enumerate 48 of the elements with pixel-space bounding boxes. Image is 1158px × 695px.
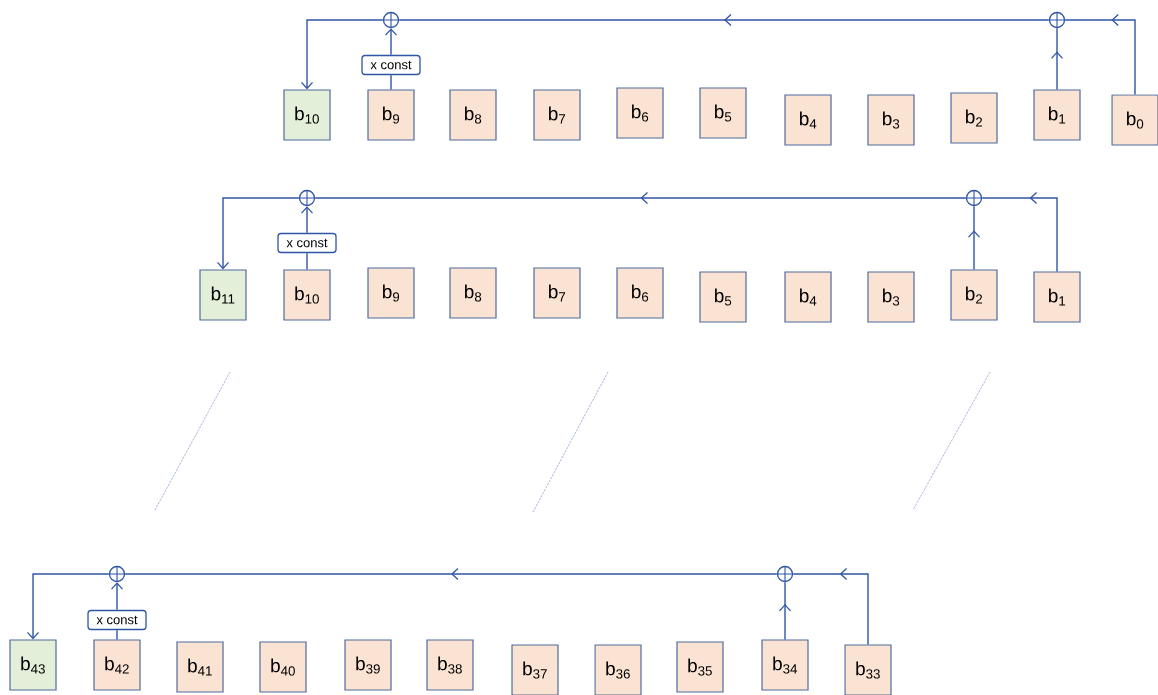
- bit-box: b$_{42}$: [93, 639, 141, 691]
- bit-box: b$_{7}$: [533, 267, 581, 319]
- multiplier-box: x const: [361, 54, 421, 76]
- bit-box: b$_{4}$: [784, 271, 832, 323]
- bit-box: b$_{41}$: [176, 641, 224, 693]
- arrow: [216, 197, 300, 270]
- arrow: [300, 19, 384, 90]
- bit-box: b$_{39}$: [344, 639, 392, 691]
- bit-box: b$_{7}$: [533, 89, 581, 141]
- xor-circle: [382, 11, 400, 29]
- xor-circle: [776, 565, 794, 583]
- bit-box: b$_{40}$: [259, 641, 307, 693]
- bit-box: b$_{9}$: [367, 267, 415, 319]
- bit-box: b$_{1}$: [1033, 271, 1081, 323]
- multiplier-box: x const: [277, 232, 337, 254]
- arrow: [26, 573, 110, 640]
- bit-box: b$_{2}$: [950, 92, 998, 144]
- bit-box: b$_{2}$: [950, 269, 998, 321]
- bit-box: b$_{37}$: [511, 644, 559, 695]
- bit-box: b$_{3}$: [867, 271, 915, 323]
- bit-box: b$_{34}$: [761, 639, 809, 691]
- bit-box: b$_{43}$: [9, 639, 57, 691]
- bit-box: b$_{11}$: [199, 269, 247, 321]
- bit-box: b$_{3}$: [867, 94, 915, 146]
- xor-circle: [965, 189, 983, 207]
- bit-box: b$_{5}$: [699, 87, 747, 139]
- bit-box: b$_{0}$: [1111, 94, 1158, 146]
- bit-box: b$_{6}$: [616, 87, 664, 139]
- multiplier-box: x const: [87, 609, 147, 631]
- bit-box: b$_{35}$: [676, 641, 724, 693]
- bit-box: b$_{1}$: [1033, 89, 1081, 141]
- xor-circle: [108, 565, 126, 583]
- bit-box: b$_{6}$: [616, 267, 664, 319]
- bit-box: b$_{38}$: [426, 639, 474, 691]
- bit-box: b$_{8}$: [449, 89, 497, 141]
- bit-box: b$_{33}$: [844, 644, 892, 695]
- bit-box: b$_{10}$: [283, 269, 331, 321]
- xor-circle: [298, 189, 316, 207]
- bit-box: b$_{9}$: [367, 89, 415, 141]
- bit-box: b$_{4}$: [784, 94, 832, 146]
- bit-box: b$_{5}$: [699, 271, 747, 323]
- arrow: [300, 206, 314, 234]
- arrow: [384, 28, 398, 56]
- bit-box: b$_{36}$: [594, 644, 642, 695]
- bit-box: b$_{10}$: [283, 89, 331, 141]
- bit-box: b$_{8}$: [449, 267, 497, 319]
- xor-circle: [1048, 11, 1066, 29]
- arrow: [110, 582, 124, 611]
